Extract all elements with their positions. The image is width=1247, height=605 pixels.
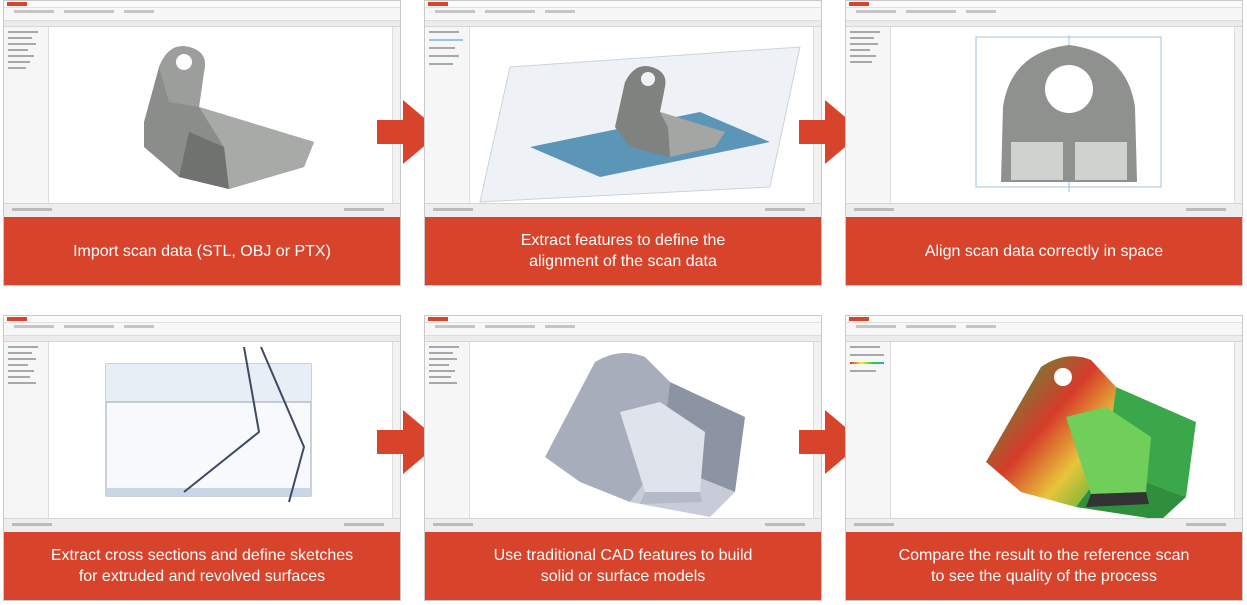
cad-screenshot-align [846,1,1242,217]
step-panel-4: Extract cross sections and define sketch… [3,315,401,601]
step-panel-3: Align scan data correctly in space [845,0,1243,286]
step-panel-6: Compare the result to the reference scan… [845,315,1243,601]
ribbon-toolbar [846,323,1242,336]
step-panel-1: Import scan data (STL, OBJ or PTX) [3,0,401,286]
property-manager [846,342,891,518]
command-tabs [425,336,821,342]
task-pane-bar [813,27,821,203]
arrow-right-icon [799,100,863,164]
command-tabs [846,21,1242,27]
deviation-color-map-icon [986,356,1196,518]
graphics-viewport [470,27,813,203]
command-tabs [425,21,821,27]
cad-screenshot-deviation [846,316,1242,532]
status-bar [4,518,400,532]
graphics-viewport [891,342,1234,518]
step-caption-1: Import scan data (STL, OBJ or PTX) [4,217,400,285]
ribbon-toolbar [425,8,821,21]
cad-solid-model-icon [545,353,745,517]
status-bar [425,203,821,217]
step-caption-6: Compare the result to the reference scan… [846,532,1242,600]
graphics-viewport [49,27,392,203]
cad-screenshot-solid-model [425,316,821,532]
graphics-viewport [49,342,392,518]
app-logo [428,317,448,321]
graphics-viewport [891,27,1234,203]
arrow-right-icon [377,410,441,474]
ribbon-toolbar [425,323,821,336]
menu-bar [425,1,821,8]
arrow-right-icon [799,410,863,474]
cad-screenshot-extract-features [425,1,821,217]
arrow-right-icon [377,100,441,164]
app-logo [7,2,27,6]
status-bar [846,518,1242,532]
feature-tree [4,27,49,203]
menu-bar [846,1,1242,8]
scan-mesh-model-icon [144,46,314,189]
step-caption-3: Align scan data correctly in space [846,217,1242,285]
step-caption-5: Use traditional CAD features to build so… [425,532,821,600]
scan-with-datum-plane-icon [479,46,801,203]
task-pane-bar [392,27,400,203]
menu-bar [846,316,1242,323]
app-logo [849,317,869,321]
cad-screenshot-cross-sections [4,316,400,532]
app-logo [849,2,869,6]
app-logo [7,317,27,321]
ribbon-toolbar [4,8,400,21]
graphics-viewport [470,342,813,518]
status-bar [425,518,821,532]
aligned-scan-front-view-icon [975,35,1162,192]
ribbon-toolbar [4,323,400,336]
step-caption-2: Extract features to define the alignment… [425,217,821,285]
task-pane-bar [1234,342,1242,518]
command-tabs [4,336,400,342]
menu-bar [4,1,400,8]
ribbon-toolbar [846,8,1242,21]
step-panel-2: Extract features to define the alignment… [424,0,822,286]
feature-tree [846,27,891,203]
menu-bar [4,316,400,323]
command-tabs [4,21,400,27]
feature-tree [4,342,49,518]
status-bar [846,203,1242,217]
property-manager [425,27,470,203]
sketch-profile-icon [105,346,312,503]
task-pane-bar [1234,27,1242,203]
command-tabs [846,336,1242,342]
step-panel-5: Use traditional CAD features to build so… [424,315,822,601]
step-caption-4: Extract cross sections and define sketch… [4,532,400,600]
app-logo [428,2,448,6]
feature-tree [425,342,470,518]
cad-screenshot-import [4,1,400,217]
menu-bar [425,316,821,323]
status-bar [4,203,400,217]
